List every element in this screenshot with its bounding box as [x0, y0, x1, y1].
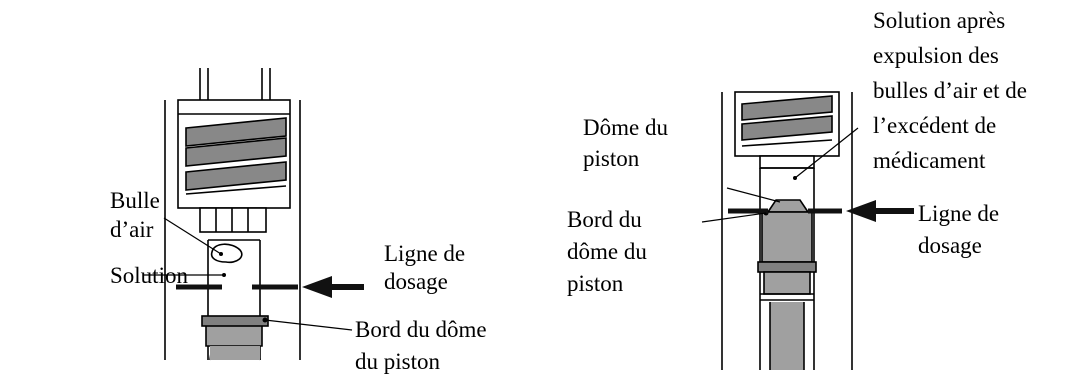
- right-dosing-arrow: [846, 200, 876, 222]
- label-piston-dome-edge-right-line: Bord du: [567, 207, 642, 232]
- label-dosing-line-left: Ligne de dosage: [384, 241, 471, 294]
- left-syringe: [164, 68, 301, 361]
- label-piston-dome-edge-left: Bord du dôme du piston: [355, 317, 492, 374]
- right-leader-lines: [701, 127, 859, 223]
- left-dosing-indicator: [176, 276, 364, 298]
- label-piston-dome-line: Dôme du: [583, 115, 668, 140]
- label-piston-dome-edge-left-line: Bord du dôme: [355, 317, 487, 342]
- label-solution: Solution: [110, 263, 188, 288]
- label-air-bubble: Bulle d’air: [110, 188, 166, 242]
- label-solution-after-expulsion-line: l’excédent de: [873, 113, 996, 138]
- label-dosing-line-left-line: Ligne de: [384, 241, 465, 266]
- label-piston-dome: Dôme du piston: [583, 115, 674, 171]
- label-dosing-line-right: Ligne de dosage: [918, 201, 1005, 258]
- left-leader-lines: [144, 217, 353, 331]
- label-solution-after-expulsion-line: bulles d’air et de: [873, 78, 1027, 103]
- label-air-bubble-line: Bulle: [110, 188, 160, 213]
- right-dosing-indicator: [728, 200, 914, 222]
- label-piston-dome-edge-left-line: du piston: [355, 349, 440, 374]
- label-dosing-line-right-line: Ligne de: [918, 201, 999, 226]
- label-dosing-line-right-line: dosage: [918, 233, 982, 258]
- label-piston-dome-line: piston: [583, 146, 640, 171]
- label-dosing-line-left-line: dosage: [384, 269, 448, 294]
- label-piston-dome-edge-right-line: dôme du: [567, 239, 647, 264]
- right-syringe: [721, 91, 853, 370]
- air-bubble-shape: [210, 243, 243, 264]
- label-air-bubble-line: d’air: [110, 217, 154, 242]
- label-solution-line: Solution: [110, 263, 188, 288]
- label-piston-dome-edge-right-line: piston: [567, 271, 624, 296]
- left-dosing-arrow: [302, 276, 332, 298]
- label-solution-after-expulsion: Solution après expulsion des bulles d’ai…: [873, 8, 1033, 173]
- label-solution-after-expulsion-line: Solution après: [873, 8, 1005, 33]
- label-solution-after-expulsion-line: expulsion des: [873, 43, 999, 68]
- label-piston-dome-edge-right: Bord du dôme du piston: [567, 207, 653, 296]
- label-solution-after-expulsion-line: médicament: [873, 148, 986, 173]
